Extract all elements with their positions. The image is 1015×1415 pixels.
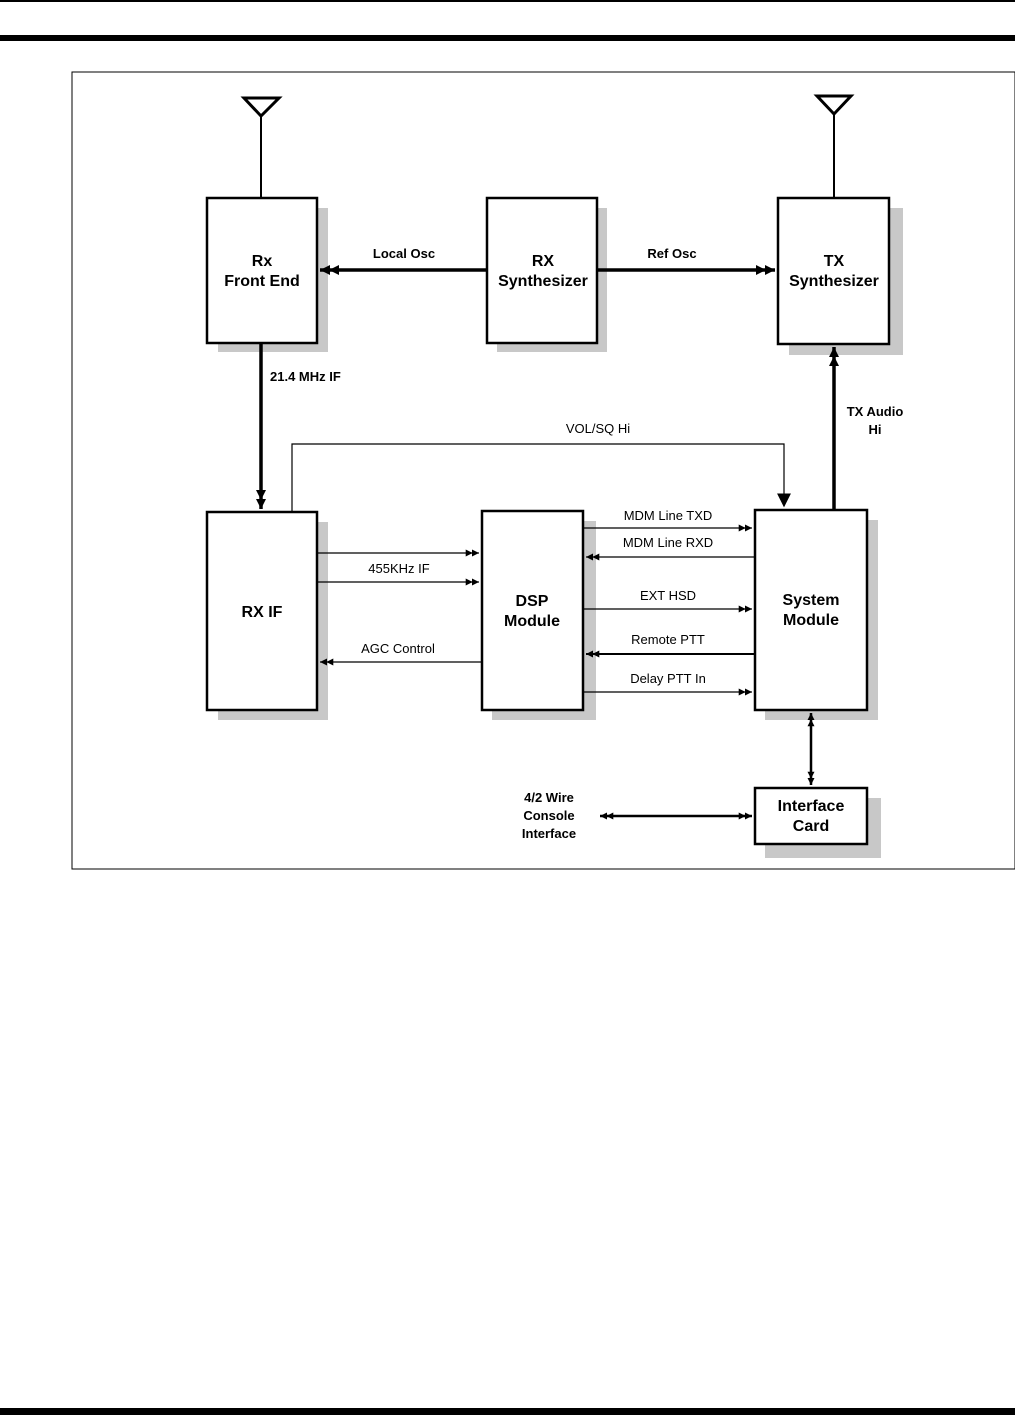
system-module-block [755, 510, 867, 710]
interface-card-label-2: Card [793, 818, 829, 835]
rx-front-end-label-2: Front End [224, 273, 300, 290]
rx-front-end-block [207, 198, 317, 343]
rx-front-end-label-1: Rx [252, 253, 273, 270]
diagram-frame [72, 72, 1015, 869]
rx-antenna-icon [244, 98, 279, 198]
dsp-module-label-2: Module [504, 613, 560, 630]
vol-sq-label: VOL/SQ Hi [566, 421, 630, 436]
delay-ptt-label: Delay PTT In [630, 671, 706, 686]
console-label-1: 4/2 Wire [524, 790, 574, 805]
tx-synthesizer-label-1: TX [824, 253, 845, 270]
ref-osc-label: Ref Osc [647, 246, 696, 261]
ext-hsd-label: EXT HSD [640, 588, 696, 603]
system-module-label-2: Module [783, 612, 839, 629]
tx-audio-label-1: TX Audio [847, 404, 904, 419]
tx-audio-label-2: Hi [869, 422, 882, 437]
mdm-rxd-label: MDM Line RXD [623, 535, 713, 550]
tx-synthesizer-block [778, 198, 889, 344]
remote-ptt-label: Remote PTT [631, 632, 705, 647]
dsp-module-block [482, 511, 583, 710]
rx-synthesizer-label-1: RX [532, 253, 555, 270]
interface-card-label-1: Interface [778, 798, 845, 815]
vol-sq-line [292, 444, 784, 512]
if-21-label: 21.4 MHz IF [270, 369, 341, 384]
local-osc-label: Local Osc [373, 246, 435, 261]
system-module-label-1: System [783, 592, 840, 609]
agc-label: AGC Control [361, 641, 435, 656]
console-label-2: Console [523, 808, 574, 823]
tx-antenna-icon [817, 96, 851, 198]
interface-card-block [755, 788, 867, 844]
if-455-label: 455KHz IF [368, 561, 429, 576]
rx-synthesizer-label-2: Synthesizer [498, 273, 588, 290]
rx-if-label: RX IF [242, 604, 283, 621]
rx-synthesizer-block [487, 198, 597, 343]
dsp-module-label-1: DSP [516, 593, 549, 610]
tx-synthesizer-label-2: Synthesizer [789, 273, 879, 290]
console-label-3: Interface [522, 826, 576, 841]
mdm-txd-label: MDM Line TXD [624, 508, 713, 523]
